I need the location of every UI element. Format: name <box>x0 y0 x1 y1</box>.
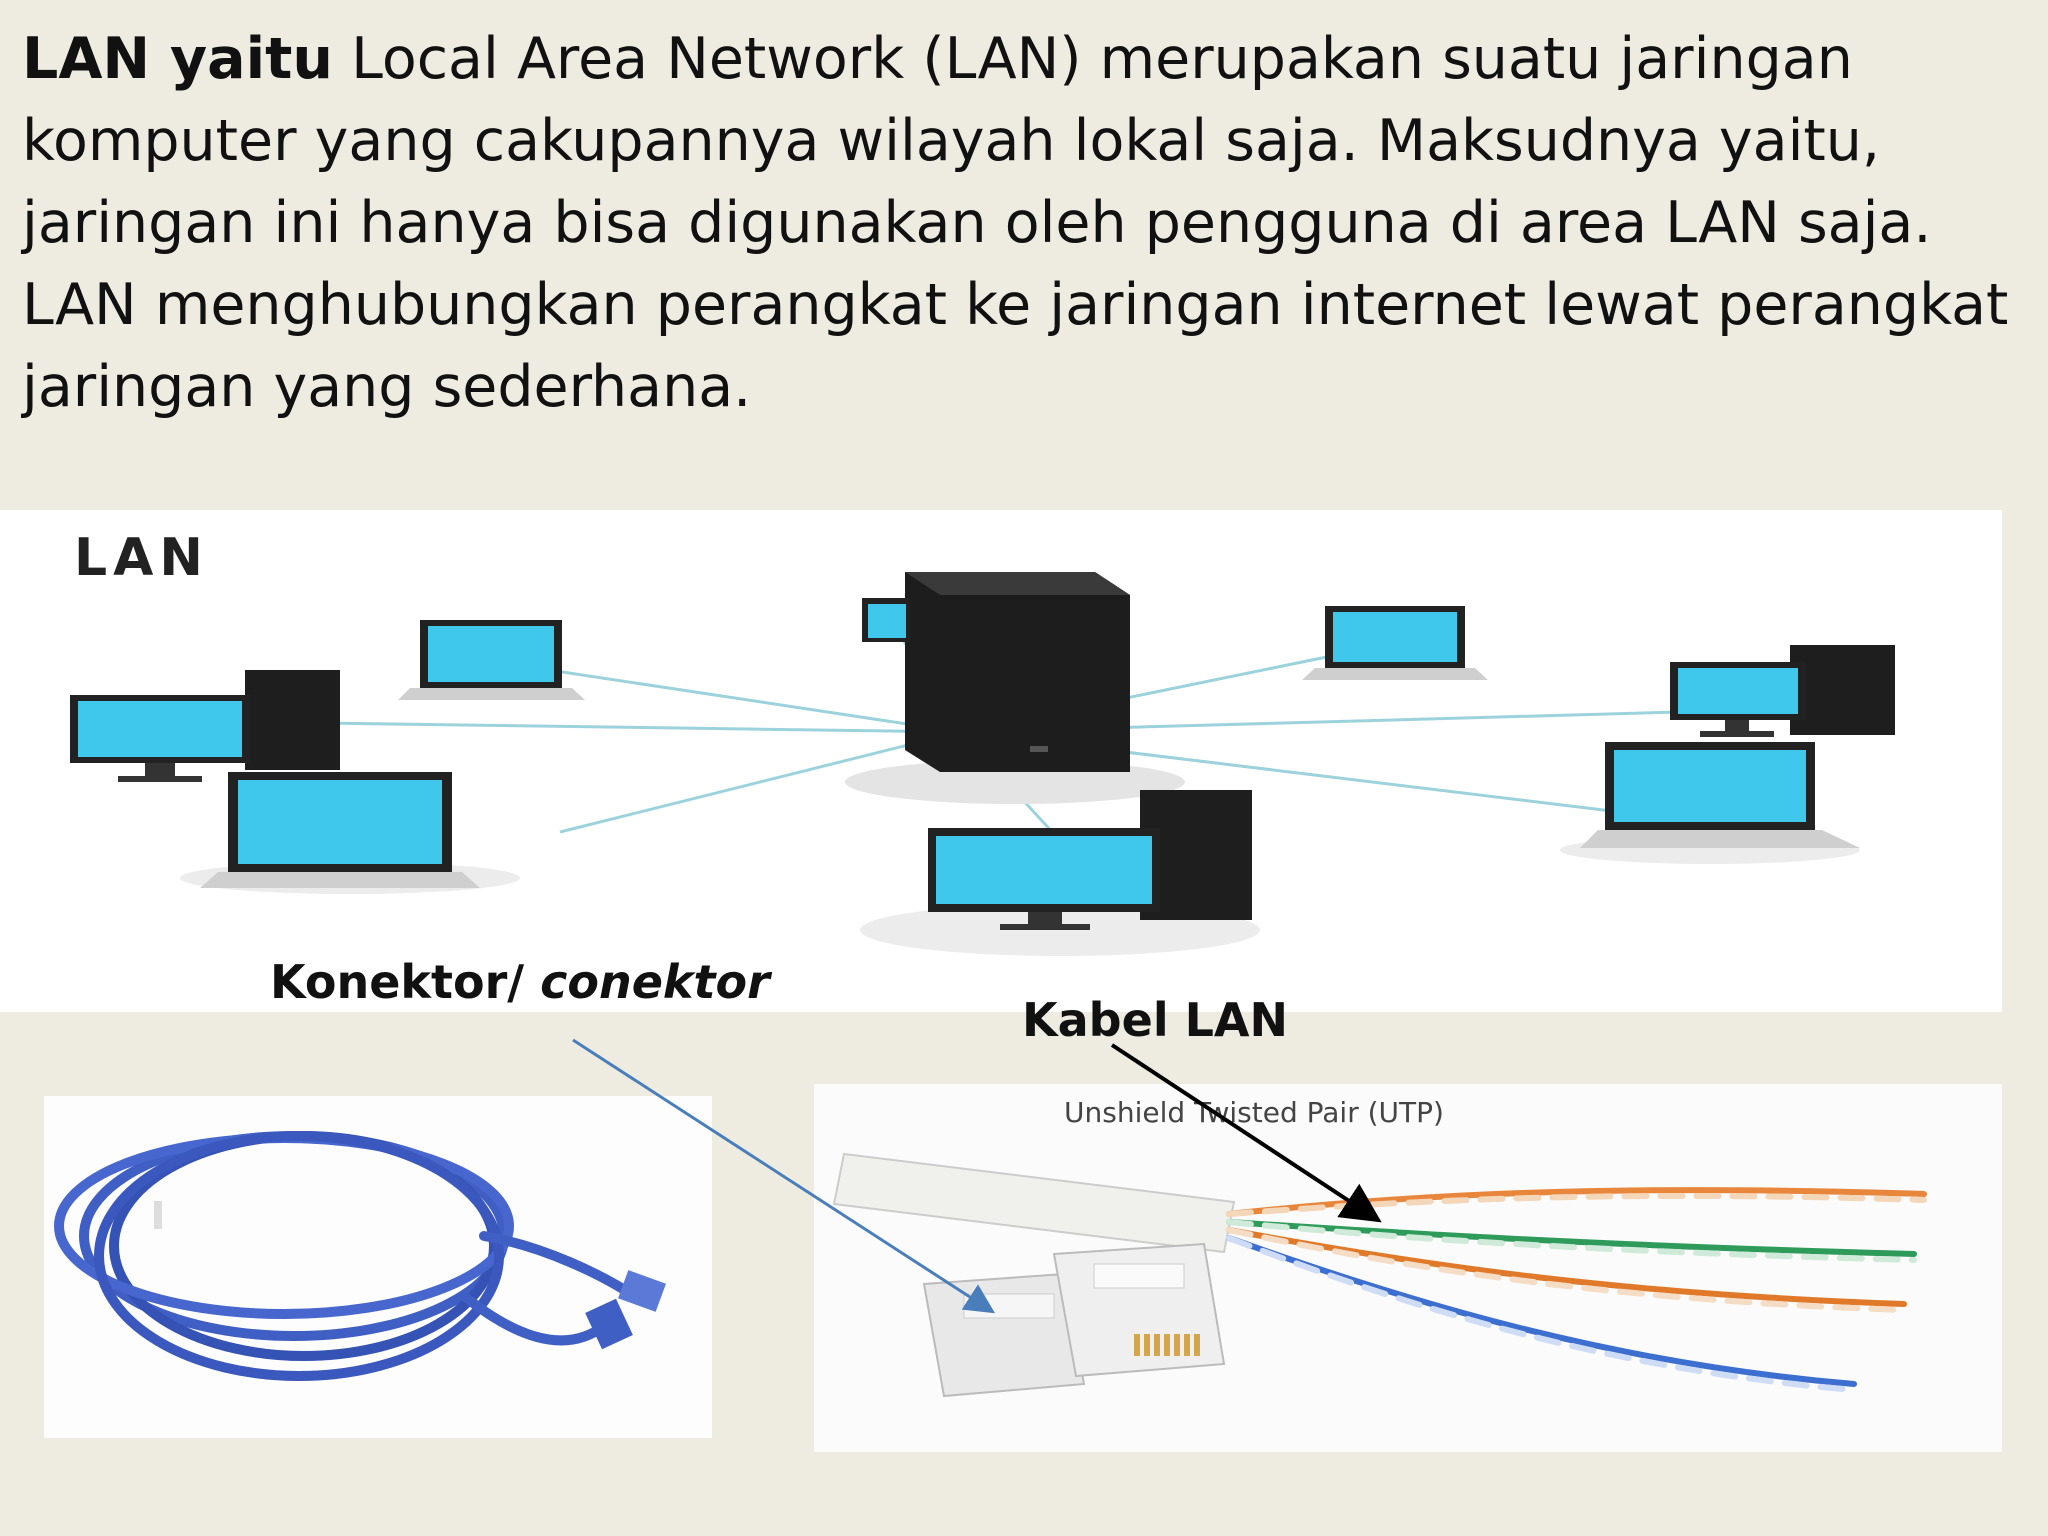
laptop-icon <box>862 598 910 642</box>
utp-caption: Unshield Twisted Pair (UTP) <box>1064 1096 1444 1129</box>
cable-label: Kabel LAN <box>1022 993 1289 1047</box>
connector-label-plain: Konektor/ <box>270 955 541 1009</box>
desktop-computer-icon <box>1670 645 1895 737</box>
lan-diagram-image: LAN <box>0 510 2002 1012</box>
patch-cable-image <box>44 1096 712 1438</box>
utp-cable-image: Unshield Twisted Pair (UTP) <box>814 1084 2002 1452</box>
laptop-icon <box>1560 742 1860 864</box>
laptop-icon <box>180 772 520 894</box>
desktop-computer-icon <box>860 790 1260 956</box>
rj45-connector-icon <box>1052 1242 1226 1378</box>
lan-diagram: LAN <box>70 528 1895 956</box>
connector-label: Konektor/ conektor <box>270 955 770 1009</box>
connector-label-italic: conektor <box>540 955 770 1009</box>
intro-body: Local Area Network (LAN) merupakan suatu… <box>22 26 2009 420</box>
laptop-icon <box>398 620 585 700</box>
desktop-computer-icon <box>70 670 340 782</box>
laptop-icon <box>1302 606 1488 680</box>
intro-lead: LAN yaitu <box>22 26 333 92</box>
utp-cable-illustration: Unshield Twisted Pair (UTP) <box>832 1096 1927 1398</box>
intro-paragraph: LAN yaitu Local Area Network (LAN) merup… <box>22 18 2022 428</box>
patch-cable-illustration <box>54 1131 666 1381</box>
lan-diagram-title: LAN <box>74 528 209 588</box>
server-icon <box>845 572 1185 804</box>
